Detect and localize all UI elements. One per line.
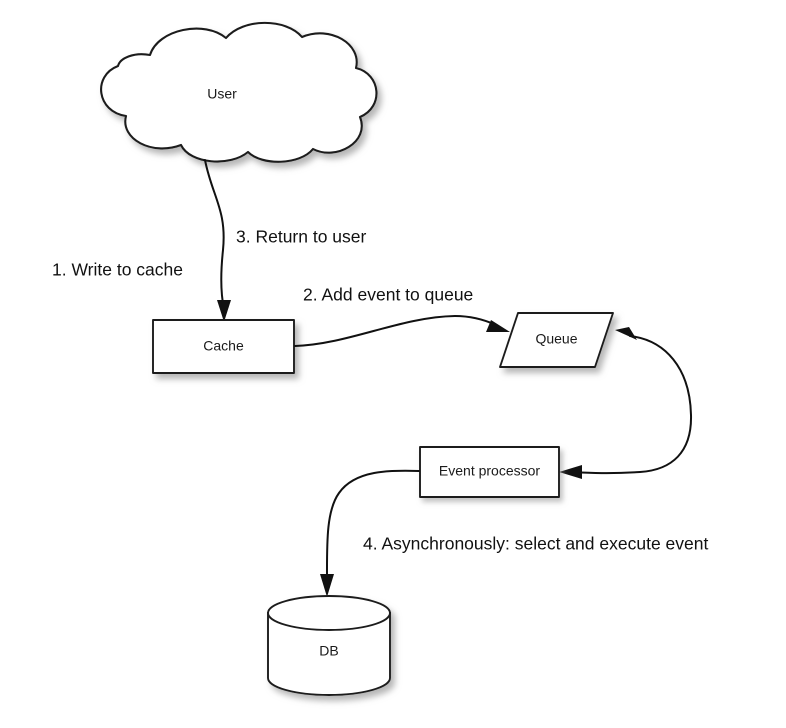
arrowhead-into-db xyxy=(320,574,334,597)
edge-cache-to-queue[interactable] xyxy=(294,314,510,347)
edge-queue-processor-loop[interactable] xyxy=(559,327,693,479)
edge-user-to-cache[interactable] xyxy=(204,159,231,322)
event-processor-rect xyxy=(419,446,560,498)
node-event-processor[interactable]: Event processor xyxy=(419,446,560,498)
node-queue[interactable]: Queue xyxy=(499,312,614,368)
edge-label-step-3: 3. Return to user xyxy=(236,227,367,247)
arrowhead-into-processor xyxy=(559,465,582,479)
edge-label-step-4: 4. Asynchronously: select and execute ev… xyxy=(363,534,708,554)
cloud-shape xyxy=(100,21,378,163)
edge-processor-to-db[interactable] xyxy=(320,469,420,597)
edge-path-user-cache xyxy=(204,159,225,310)
queue-parallelogram xyxy=(499,312,614,368)
edge-label-step-2: 2. Add event to queue xyxy=(303,285,473,305)
edge-path-loop xyxy=(572,335,693,475)
arrowhead-into-cache xyxy=(217,300,231,322)
arrowhead-into-queue-loop xyxy=(615,327,637,340)
node-user[interactable]: User xyxy=(100,21,378,163)
node-db[interactable]: DB xyxy=(267,595,391,696)
db-cylinder-top xyxy=(267,595,391,631)
edge-path-processor-db xyxy=(325,469,420,581)
db-cylinder-body xyxy=(267,612,391,696)
node-cache[interactable]: Cache xyxy=(152,319,295,374)
edge-label-step-1: 1. Write to cache xyxy=(52,260,183,280)
cache-rect xyxy=(152,319,295,374)
edge-path-cache-queue xyxy=(294,314,497,347)
arrowhead-into-queue xyxy=(486,320,510,332)
